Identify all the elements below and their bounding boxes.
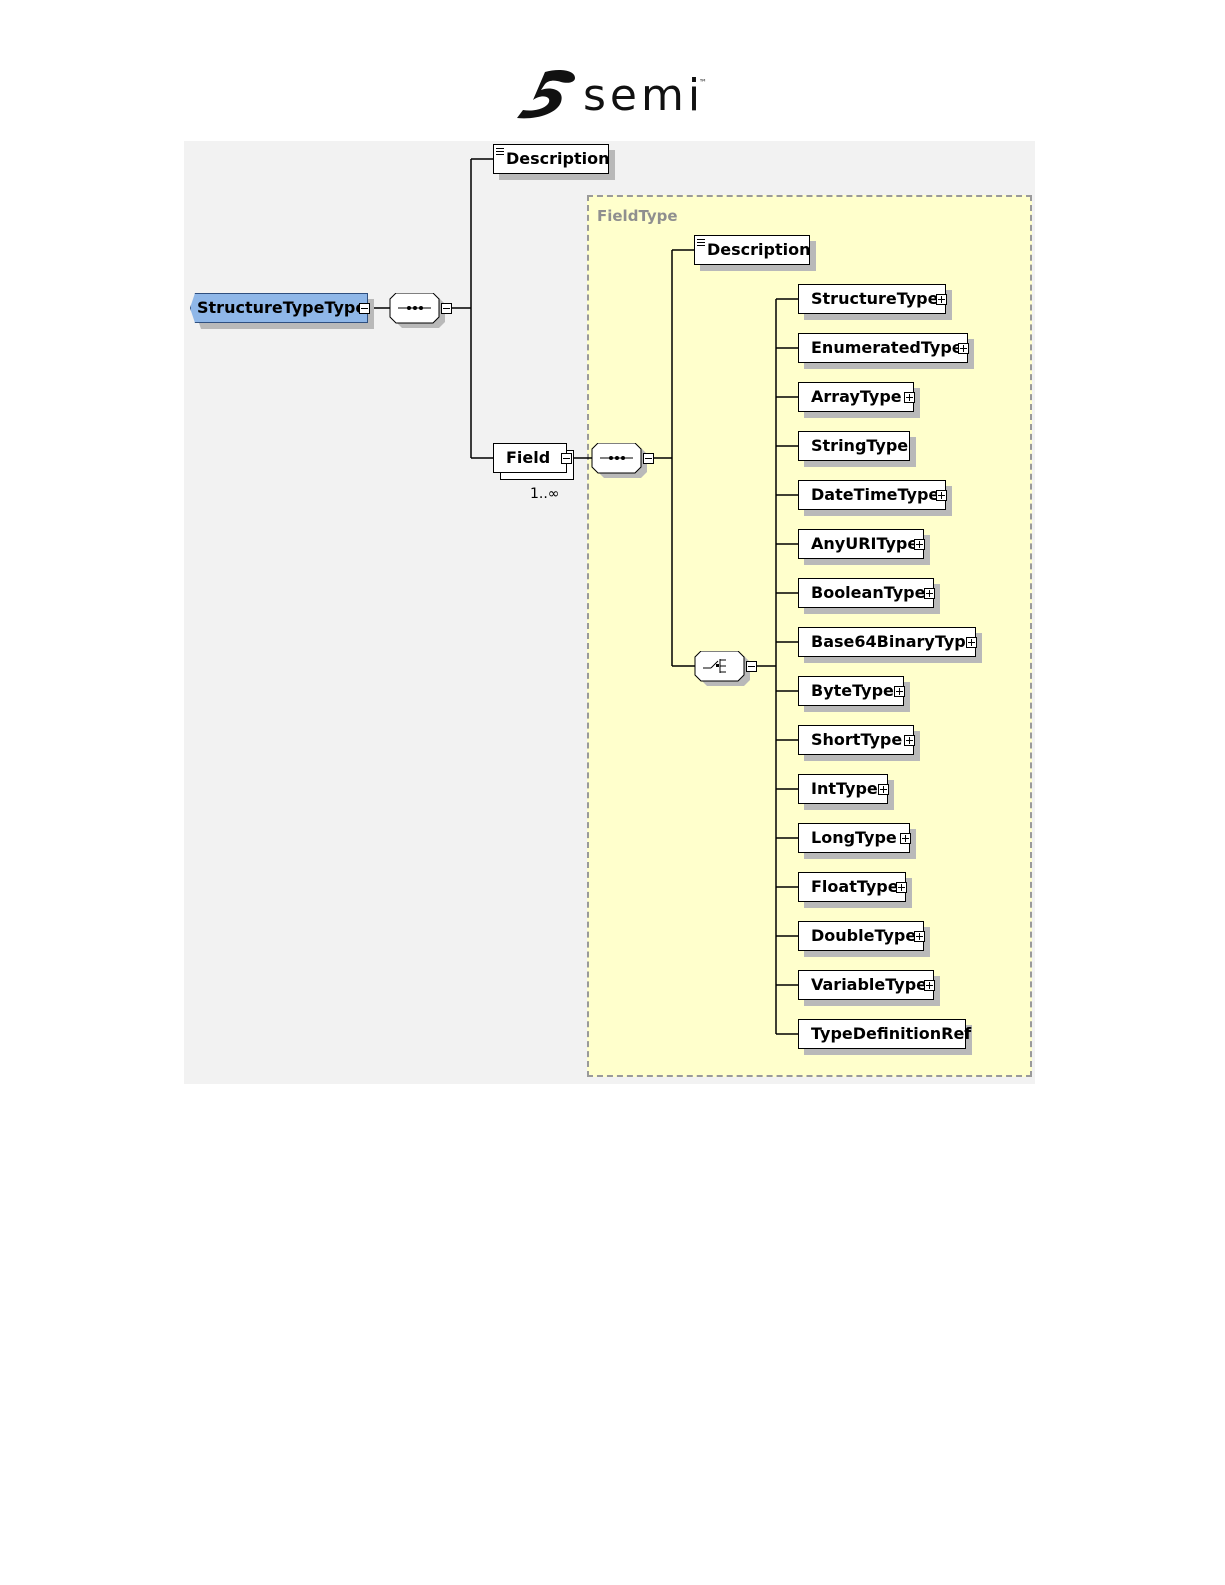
choice-element[interactable]: EnumeratedType [798,333,968,363]
expand-icon[interactable] [924,980,935,991]
choice-element[interactable]: ArrayType [798,382,914,412]
expand-icon[interactable] [936,294,947,305]
choice-element-label: AnyURIType [811,534,918,553]
choice-element-label: ByteType [811,681,894,700]
expand-icon[interactable] [914,931,925,942]
choice-element-label: ShortType [811,730,902,749]
choice-element-label: EnumeratedType [811,338,963,357]
choice-element-label: StructureType [811,289,938,308]
fieldtype-description-label: Description [707,240,810,259]
choice-element-label: FloatType [811,877,899,896]
expand-icon[interactable] [878,784,889,795]
choice-element-label: TypeDefinitionRef [811,1024,971,1043]
expand-icon[interactable] [936,490,947,501]
field-label: Field [506,448,550,467]
root-collapse-icon[interactable] [359,303,370,314]
field-occurrence: 1..∞ [530,486,559,502]
choice-element[interactable]: FloatType [798,872,906,902]
root-sequence-collapse-icon[interactable] [441,303,452,314]
documentation-icon [697,239,705,246]
top-description-label: Description [506,149,609,168]
expand-icon[interactable] [958,343,969,354]
expand-icon[interactable] [914,539,925,550]
expand-icon[interactable] [900,833,911,844]
choice-element[interactable]: Base64BinaryType [798,627,976,657]
choice-element[interactable]: BooleanType [798,578,934,608]
choice-element[interactable]: DoubleType [798,921,924,951]
choice-element-label: IntType [811,779,878,798]
sequence-icon [388,293,448,329]
choice-icon [693,651,753,687]
choice-compositor[interactable] [693,651,753,691]
expand-icon[interactable] [966,637,977,648]
choice-element[interactable]: DateTimeType [798,480,946,510]
root-sequence-compositor[interactable] [388,293,448,333]
field-sequence-collapse-icon[interactable] [643,453,654,464]
choice-element-label: VariableType [811,975,927,994]
choice-element[interactable]: TypeDefinitionRef [798,1019,966,1049]
expand-icon[interactable] [904,392,915,403]
field-collapse-icon[interactable] [561,453,572,464]
choice-element-label: DateTimeType [811,485,939,504]
documentation-icon [496,148,504,155]
choice-element[interactable]: LongType [798,823,910,853]
choice-element-label: BooleanType [811,583,925,602]
choice-element[interactable]: VariableType [798,970,934,1000]
choice-element-label: Base64BinaryType [811,632,977,651]
choice-element-label: ArrayType [811,387,902,406]
expand-icon[interactable] [904,735,915,746]
choice-element-label: LongType [811,828,897,847]
choice-element[interactable]: StringType [798,431,910,461]
expand-icon[interactable] [894,686,905,697]
field-element[interactable]: Field [493,443,567,473]
expand-icon[interactable] [896,882,907,893]
choice-element[interactable]: StructureType [798,284,946,314]
choice-element[interactable]: ByteType [798,676,904,706]
root-element-structuretypetype[interactable]: StructureTypeType [190,293,368,323]
top-description-element[interactable]: Description [493,144,609,174]
fieldtype-description-element[interactable]: Description [694,235,810,265]
choice-element[interactable]: AnyURIType [798,529,924,559]
choice-element[interactable]: ShortType [798,725,914,755]
choice-element-label: DoubleType [811,926,916,945]
expand-icon[interactable] [924,588,935,599]
choice-element[interactable]: IntType [798,774,888,804]
choice-collapse-icon[interactable] [746,661,757,672]
field-sequence-compositor[interactable] [590,443,650,483]
choice-element-label: StringType [811,436,908,455]
sequence-icon [590,443,650,479]
